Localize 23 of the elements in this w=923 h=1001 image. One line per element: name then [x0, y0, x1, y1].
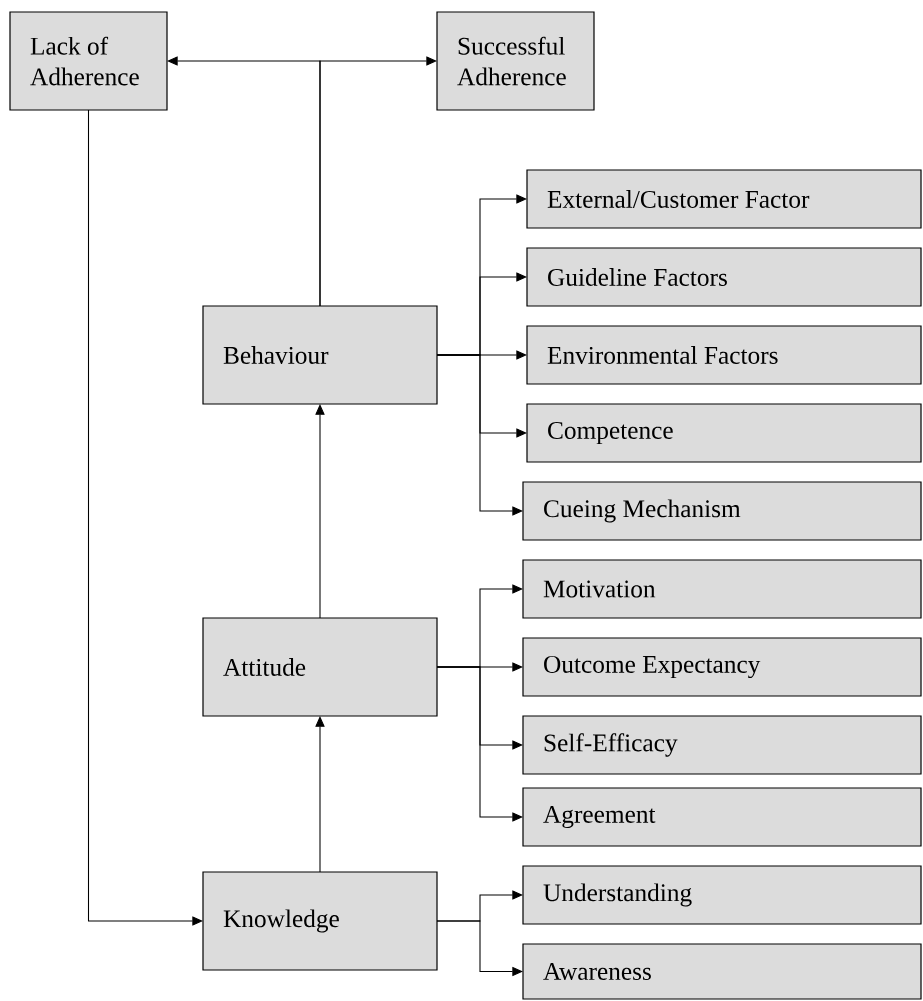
- factor-box: Competence: [526, 403, 922, 463]
- factor-box: Behaviour: [202, 305, 438, 405]
- arrow: [87, 109, 203, 926]
- factor-box: External/Customer Factor: [526, 169, 922, 229]
- factor-box: Motivation: [522, 559, 922, 619]
- factor-box: Self-Efficacy: [522, 715, 922, 775]
- factor-box: Lack of Adherence: [9, 11, 168, 111]
- factor-box: Successful Adherence: [436, 11, 595, 111]
- factor-box: Knowledge: [202, 871, 438, 971]
- factor-box: Environmental Factors: [526, 325, 922, 385]
- factor-box: Agreement: [522, 787, 922, 847]
- factor-box: Understanding: [522, 865, 922, 925]
- arrow: [436, 666, 523, 822]
- factor-box: Attitude: [202, 617, 438, 717]
- factor-box: Guideline Factors: [526, 247, 922, 307]
- arrow: [436, 354, 523, 516]
- arrow: [319, 56, 437, 307]
- factor-box: Awareness: [522, 943, 922, 1000]
- arrow: [315, 716, 325, 873]
- arrow: [315, 404, 325, 619]
- factor-box: Outcome Expectancy: [522, 637, 922, 697]
- factor-box: Cueing Mechanism: [522, 481, 922, 541]
- arrow: [436, 920, 523, 977]
